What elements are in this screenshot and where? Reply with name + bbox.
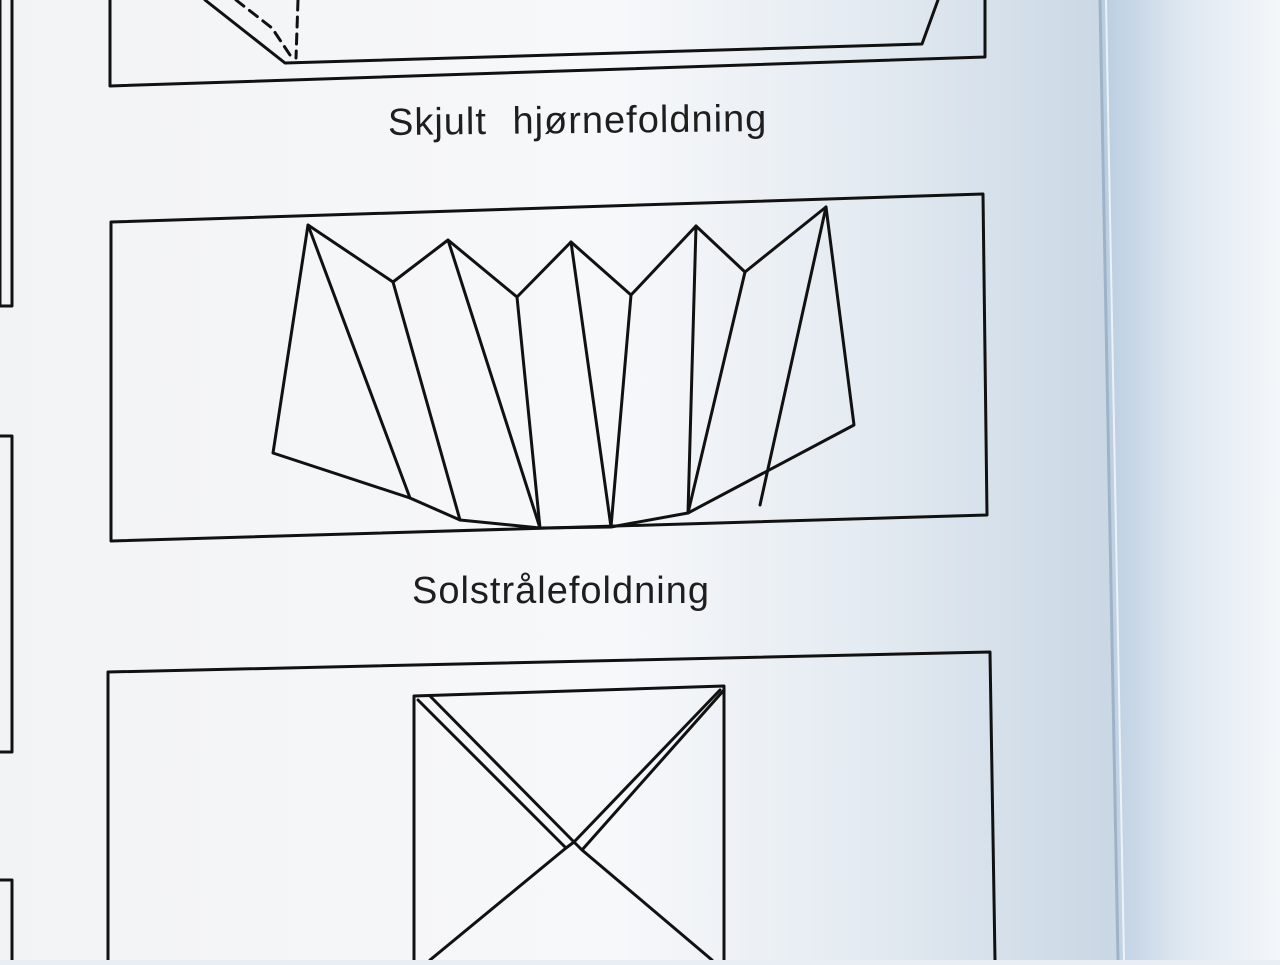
left-frame-top <box>0 0 14 308</box>
fold-line <box>686 224 698 515</box>
figure-frame <box>106 650 997 962</box>
sunray-fold-drawing <box>109 192 989 543</box>
cross-fold-drawing <box>106 650 997 962</box>
fold-line <box>609 293 633 529</box>
page-edge <box>1098 0 1120 961</box>
page-sheet <box>0 0 1118 960</box>
fold-outline <box>203 0 940 65</box>
fold-line <box>569 240 613 529</box>
napkin-square <box>412 684 726 962</box>
fold-hidden-edge-2 <box>294 0 300 60</box>
figure-frame <box>109 192 989 543</box>
diagonal-fold <box>564 840 584 852</box>
page-edge-shadow <box>1105 0 1125 961</box>
figure-caption-sunray-fold: Solstrålefoldning <box>412 570 710 612</box>
fold-line <box>758 205 828 507</box>
fold-line <box>446 238 542 530</box>
fold-line <box>515 295 542 530</box>
hidden-corner-fold-drawing <box>108 0 987 88</box>
left-frame-bottom <box>0 878 14 962</box>
fold-line <box>391 280 462 522</box>
figure-frame <box>108 0 987 88</box>
background-surface <box>1090 0 1280 960</box>
figure-caption-hidden-corner-fold: Skjult hjørnefoldning <box>387 98 768 144</box>
fold-hidden-edge <box>234 0 294 60</box>
fold-line <box>306 223 412 500</box>
left-frame-middle <box>0 434 14 754</box>
fold-line <box>686 270 747 515</box>
